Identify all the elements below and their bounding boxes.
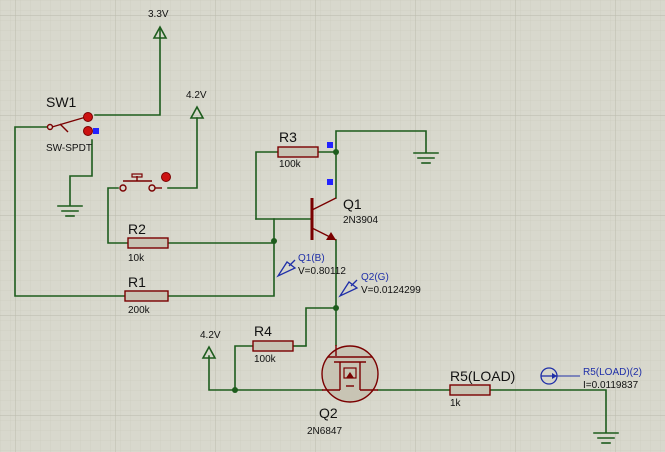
- switch-actuator: [59, 123, 69, 133]
- r4-value: 100k: [254, 354, 277, 365]
- transistor-q2[interactable]: Q2 2N6847: [307, 345, 379, 437]
- r1-ref: R1: [128, 274, 146, 290]
- junction-collector: [333, 149, 339, 155]
- switch-common-terminal: [46, 123, 54, 131]
- wire-r1-node: [167, 218, 275, 297]
- r5-value: 1k: [450, 398, 462, 409]
- q2-value: 2N6847: [307, 426, 342, 437]
- r2-value: 10k: [128, 253, 145, 264]
- button-terminal: [148, 184, 156, 192]
- switch-throw-lower-icon: [83, 126, 93, 136]
- q1-emitter-arrow-icon: [326, 232, 336, 240]
- resistor-r2-body: [127, 237, 169, 249]
- wire-collector-ground: [335, 130, 427, 199]
- ground-load[interactable]: [593, 432, 619, 444]
- pin-marker: [327, 179, 333, 185]
- button-terminal: [119, 184, 127, 192]
- q1-value: 2N3904: [343, 215, 378, 226]
- probe-q2g-reading: V=0.0124299: [361, 285, 421, 296]
- resistor-r4[interactable]: R4 100k: [252, 323, 294, 365]
- r1-value: 200k: [128, 305, 151, 316]
- probe-q2-gate[interactable]: Q2(G) V=0.0124299: [338, 272, 421, 298]
- power-arrow-icon: [189, 105, 205, 119]
- power-4v2-top-label: 4.2V: [186, 90, 207, 101]
- pin-marker: [93, 128, 99, 134]
- button-cap: [131, 173, 143, 178]
- resistor-r5-load[interactable]: R5(LOAD) 1k: [449, 368, 515, 409]
- junction-base-node: [271, 238, 277, 244]
- probe-r5-current[interactable]: R5(LOAD)(2) I=0.0119837: [540, 367, 642, 391]
- wire-3v3: [94, 37, 161, 116]
- resistor-r3-body: [277, 146, 319, 158]
- junction-source: [232, 387, 238, 393]
- sw1-switch[interactable]: SW1 SW-SPDT: [46, 94, 99, 154]
- q1-ref: Q1: [343, 196, 362, 212]
- r2-ref: R2: [128, 221, 146, 237]
- wires: [14, 37, 607, 433]
- transistor-q1[interactable]: Q1 2N3904: [310, 179, 378, 241]
- q2-ref: Q2: [319, 405, 338, 421]
- probe-q1-base[interactable]: Q1(B) V=0.80112: [276, 253, 346, 278]
- push-button[interactable]: [119, 172, 171, 192]
- resistor-r5-body: [449, 384, 491, 396]
- button-state-led-icon: [161, 172, 171, 182]
- wire-sw1-ground: [69, 139, 93, 206]
- resistor-r1-body: [124, 290, 169, 302]
- wire-r4-left: [234, 345, 254, 391]
- switch-throw-upper-icon: [83, 112, 93, 122]
- wire-gate-branch: [305, 307, 337, 346]
- power-3v3-label: 3.3V: [148, 9, 169, 20]
- power-arrow-icon: [152, 25, 168, 39]
- sw1-ref: SW1: [46, 94, 77, 110]
- voltage-probe-icon: [276, 261, 297, 278]
- power-4v2-top[interactable]: 4.2V: [186, 90, 207, 119]
- power-3v3[interactable]: 3.3V: [148, 9, 169, 39]
- wire-4v2-top: [167, 117, 198, 189]
- r3-ref: R3: [279, 129, 297, 145]
- r5-ref: R5(LOAD): [450, 368, 515, 384]
- probe-q2g-label: Q2(G): [361, 272, 389, 283]
- junction-gate: [333, 305, 339, 311]
- voltage-probe-icon: [338, 281, 359, 298]
- r3-value: 100k: [279, 159, 302, 170]
- power-4v2-left[interactable]: 4.2V: [200, 330, 221, 359]
- power-4v2-left-label: 4.2V: [200, 330, 221, 341]
- resistor-r1[interactable]: R1 200k: [124, 274, 169, 316]
- wire-r3-left: [255, 151, 279, 220]
- switch-blade: [51, 116, 87, 128]
- r4-ref: R4: [254, 323, 272, 339]
- resistor-r2[interactable]: R2 10k: [127, 221, 169, 264]
- q1-collector-lead: [311, 197, 337, 211]
- probe-r5-reading: I=0.0119837: [583, 380, 639, 391]
- ground-sw1[interactable]: [57, 205, 83, 217]
- sw1-type: SW-SPDT: [46, 143, 92, 154]
- junctions: [232, 149, 339, 393]
- pin-marker: [327, 142, 333, 148]
- probe-q1b-reading: V=0.80112: [298, 266, 346, 277]
- wire-button-r2: [107, 187, 129, 244]
- wire-sw1-common: [14, 126, 126, 297]
- probe-q1b-label: Q1(B): [298, 253, 325, 264]
- resistor-r4-body: [252, 340, 294, 352]
- ground-collector[interactable]: [413, 152, 439, 164]
- wire-load-ground: [489, 389, 607, 433]
- probe-r5-label: R5(LOAD)(2): [583, 367, 642, 378]
- power-arrow-icon: [201, 345, 217, 359]
- resistor-r3[interactable]: R3 100k: [277, 129, 333, 170]
- q2-diode-arrow-icon: [346, 372, 354, 378]
- wire-4v2-left: [208, 355, 323, 391]
